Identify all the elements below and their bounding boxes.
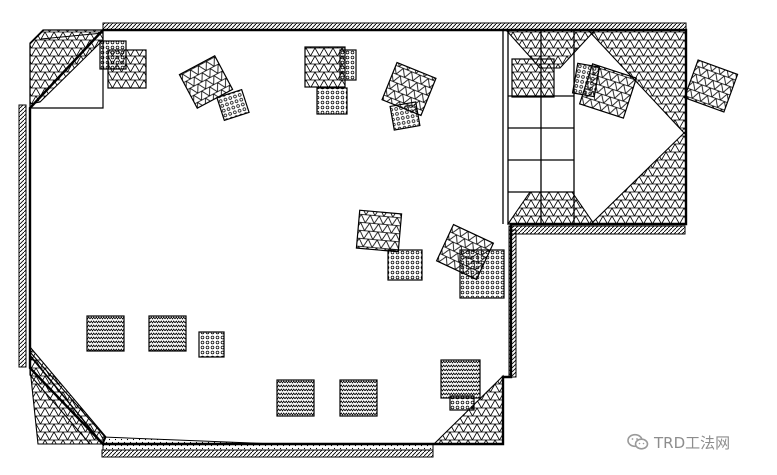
strut-grid xyxy=(502,29,575,225)
retaining-wall-band xyxy=(18,22,687,458)
watermark: TRD工法网 xyxy=(627,431,730,453)
corner-brace xyxy=(29,29,687,446)
column-cap-dotted xyxy=(99,40,601,411)
watermark-text: TRD工法网 xyxy=(654,433,731,452)
column-cap-zigzag xyxy=(86,315,481,417)
wechat-logo-icon xyxy=(627,433,649,450)
column-cap-triangular xyxy=(107,46,739,281)
